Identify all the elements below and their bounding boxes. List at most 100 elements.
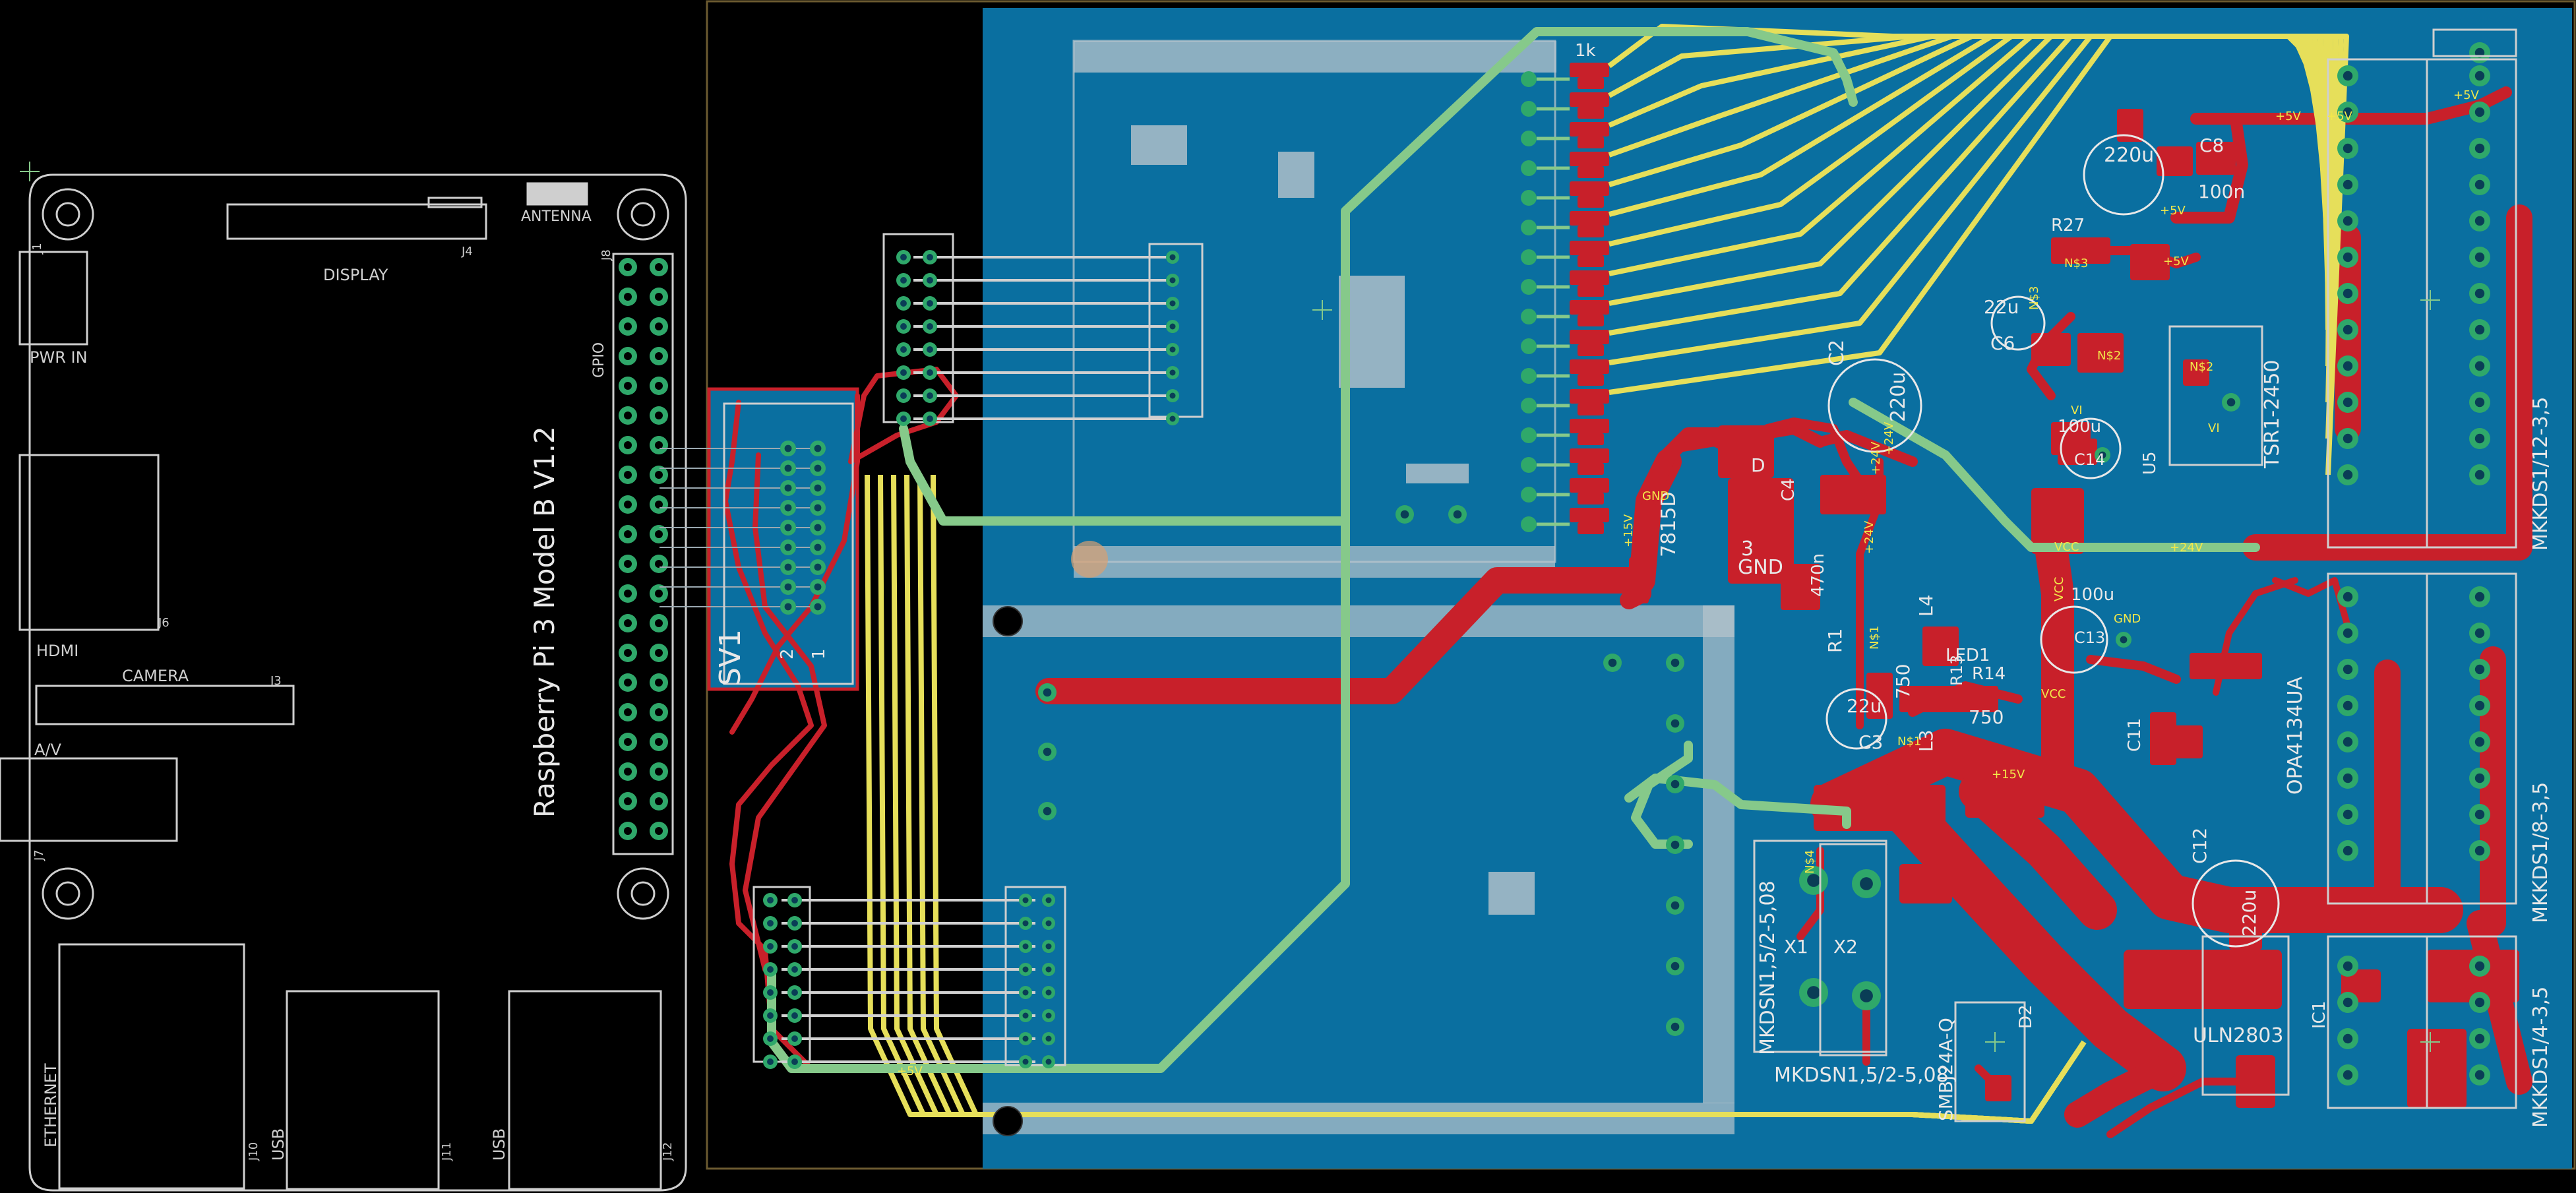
smd-capacitor [1578, 344, 1604, 356]
net-5v-b: +5V [2327, 109, 2353, 123]
j10-ref: J10 [247, 1142, 261, 1161]
mounting-holes [993, 606, 1023, 1136]
ic-label: IC1 [2310, 1001, 2329, 1029]
top-copper-traces [723, 86, 2532, 1138]
u5-label: U5 [2140, 451, 2160, 475]
j4-ref: J4 [461, 245, 473, 259]
smd-resistor [1570, 330, 1609, 344]
l3-label: L3 [1915, 730, 1937, 752]
smd-capacitor [1578, 404, 1604, 415]
net-ns3-a: N$3 [2064, 257, 2088, 270]
net-24v-b: +24V [1862, 520, 1876, 554]
net-vi-b: VI [2208, 421, 2220, 435]
smd-capacitor [1578, 433, 1604, 445]
j12-ref: J12 [661, 1142, 675, 1161]
r1-label: R1 [1824, 628, 1846, 653]
through-hole-pads [763, 42, 2490, 1086]
gpio-label: GPIO [591, 342, 607, 378]
net-vcc-b: VCC [2052, 577, 2066, 601]
c2-val: 220u [1887, 372, 1910, 422]
smd-capacitor [1578, 374, 1604, 386]
smd-resistor [1570, 122, 1609, 137]
net-ns2-b: N$2 [2190, 360, 2213, 374]
smd-capacitor [1578, 226, 1604, 237]
smd-resistor [1570, 241, 1609, 255]
module-outlines [983, 40, 1734, 1134]
smd-resistor [1570, 92, 1609, 107]
smd-capacitor [1578, 315, 1604, 326]
smbj-label: SMBJ24A-Q [1935, 1018, 1957, 1121]
smd-resistor [1570, 359, 1609, 374]
smd-capacitor [1578, 107, 1604, 119]
l4-label: L4 [1915, 595, 1937, 617]
smd-capacitor [1578, 285, 1604, 297]
net-5v-a: +5V [2275, 109, 2302, 123]
av-label: A/V [34, 741, 62, 759]
res-1k-label: 1k [1575, 41, 1596, 61]
net-ns1-a: N$1 [1897, 735, 1921, 749]
usb1-label: USB [269, 1128, 288, 1161]
smd-capacitor [1578, 77, 1604, 89]
pwr-in-label: PWR IN [30, 348, 88, 367]
net-24v-d: +24V [2170, 541, 2203, 555]
c2-label: C2 [1825, 340, 1849, 366]
hdmi-label: HDMI [36, 642, 78, 660]
smd-capacitor [1578, 463, 1604, 475]
terminal-4-label: MKKDS1/4-3,5 [2529, 987, 2552, 1128]
terminal-blocks [1753, 28, 2517, 1122]
mkdsn-b-label: MKDSN1,5/2-5,08 [1774, 1064, 1949, 1087]
res-750-b: 750 [1969, 706, 2004, 728]
reg-label: 7815D [1657, 492, 1680, 557]
smd-capacitor [1578, 255, 1604, 267]
rc-filter-column [1521, 63, 1609, 534]
c6-val: 22u [1984, 296, 2019, 318]
green-power-traces [767, 27, 2260, 1073]
j3-ref: J3 [270, 674, 282, 688]
reg-d-label: D [1751, 454, 1765, 476]
display-label: DISPLAY [323, 266, 388, 284]
terminal-12-label: MKKDS1/12-3,5 [2529, 397, 2552, 551]
c14-val: 100u [2058, 417, 2101, 437]
c6-label: C6 [1990, 332, 2015, 354]
c3-label: C3 [1858, 731, 1883, 753]
net-15v-b: +15V [1992, 768, 2025, 781]
smd-resistor [1570, 389, 1609, 404]
j8-ref: J8 [599, 249, 613, 261]
x2-label: X2 [1833, 936, 1858, 958]
electrolytic-caps [1825, 134, 2280, 948]
reg-3-label: 3 [1741, 537, 1754, 561]
x1-label: X1 [1784, 936, 1808, 958]
sv1-label: SV1 [714, 629, 747, 686]
c8-small-val: 100n [2198, 181, 2245, 202]
c12-label: C12 [2189, 828, 2211, 864]
net-vcc-c: VCC [2054, 540, 2079, 554]
reg-gnd-label: GND [1738, 556, 1783, 579]
c8-label: C8 [2199, 135, 2224, 156]
r13-label: R13 [1947, 655, 1966, 686]
smd-capacitor [1578, 493, 1604, 505]
c13-label: C13 [2074, 628, 2105, 647]
net-15v-a: +15V [1622, 514, 1636, 547]
c13-val: 100u [2071, 585, 2114, 605]
c11-label: C11 [2125, 718, 2145, 752]
net-ns2-a: N$2 [2097, 349, 2121, 363]
res-750-a: 750 [1892, 664, 1914, 699]
sv1-pin1: 1 [809, 648, 829, 659]
net-ns1-b: N$1 [1868, 626, 1882, 650]
net-vcc-a: VCC [2041, 687, 2066, 701]
net-vi-a: VI [2071, 404, 2083, 417]
smd-resistor [1570, 419, 1609, 433]
smd-resistor [1570, 300, 1609, 315]
net-ns3-b: N$3 [2027, 286, 2041, 310]
smd-capacitor [1578, 166, 1604, 178]
usb2-label: USB [490, 1128, 508, 1161]
raspberry-pi-footprint [0, 173, 687, 1192]
c3-val: 22u [1847, 695, 1882, 717]
opa-label: OPA4134UA [2284, 676, 2307, 795]
smd-resistor [1570, 448, 1609, 463]
uln-label: ULN2803 [2193, 1024, 2283, 1047]
c12-val: 220u [2238, 890, 2260, 936]
sv1-pin2: 2 [778, 648, 797, 659]
net-24v-a: +24V [1869, 441, 1883, 475]
